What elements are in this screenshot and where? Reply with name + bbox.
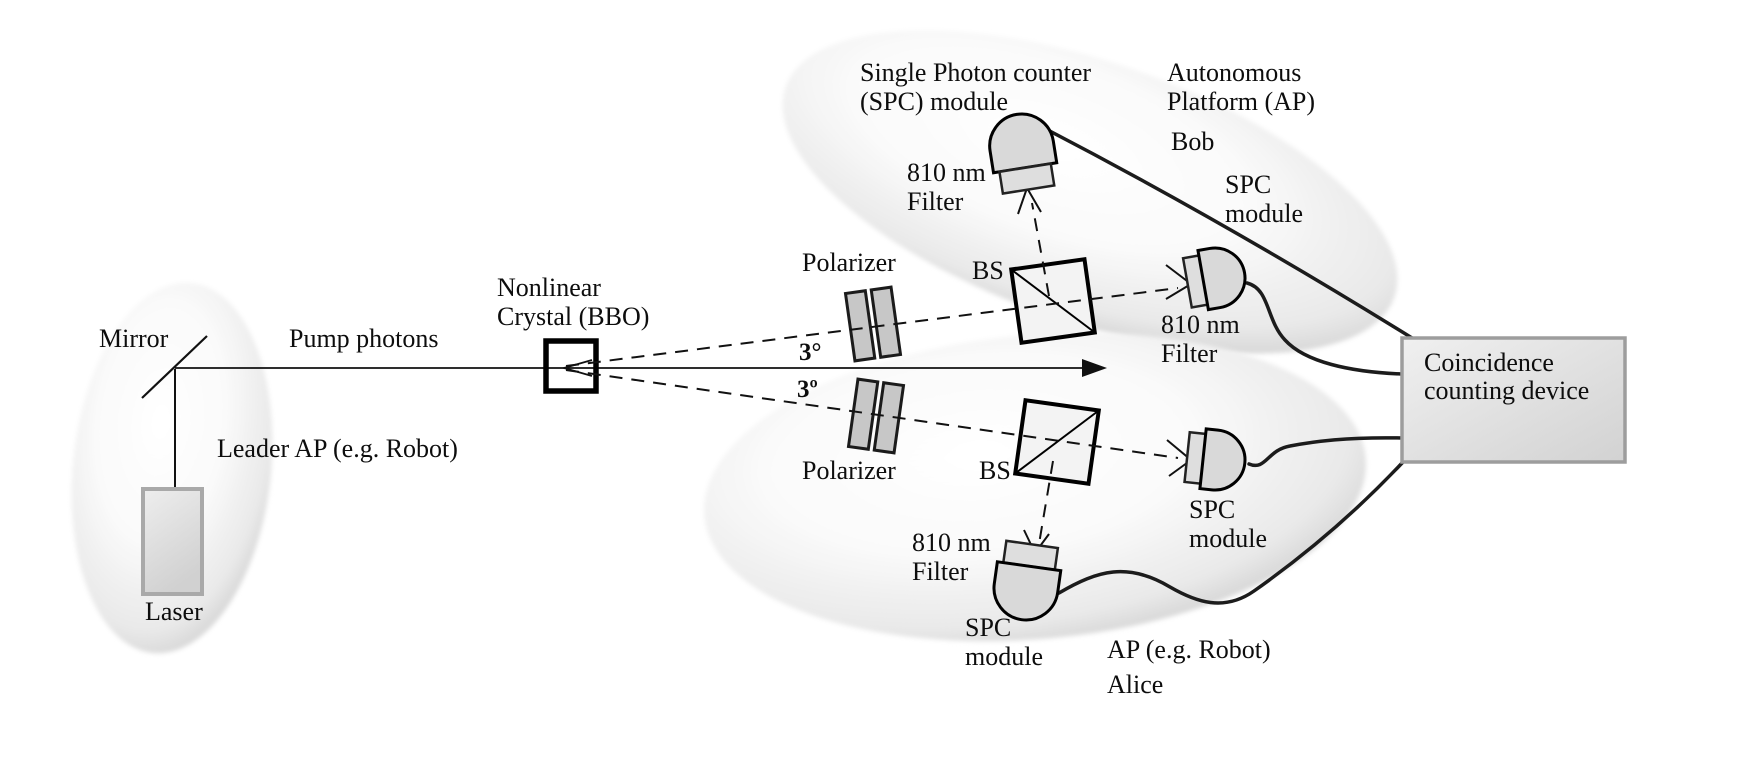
bob-spc-right-label-line2: module	[1225, 199, 1303, 228]
pump-photons-label: Pump photons	[289, 324, 439, 353]
spc-header-line2: (SPC) module	[860, 87, 1008, 116]
angle-lower-label: 3º	[797, 376, 818, 403]
signal-ray-upper	[565, 287, 1179, 367]
fiber-bob-right-detector	[1245, 281, 1404, 376]
alice-name-label: Alice	[1107, 670, 1163, 699]
fiber-alice-right-detector	[1247, 436, 1404, 468]
bs-bob-label: BS	[972, 256, 1004, 285]
bob-platform-label-line2: Platform (AP)	[1167, 87, 1315, 116]
spc-detector-bob-right	[1181, 246, 1247, 312]
spc-detector-bob-top	[988, 112, 1059, 195]
mirror-surface	[141, 335, 208, 399]
spc-header-line1: Single Photon counter	[860, 58, 1091, 87]
alice-filter-bottom-label-line2: Filter	[912, 557, 969, 586]
alice-spc-bottom-label-line1: SPC	[965, 613, 1011, 642]
coincidence-label-line2: counting device	[1424, 376, 1589, 405]
coincidence-device-box	[1400, 336, 1627, 464]
leader-platform-blob	[71, 282, 273, 654]
bob-filter-top-label-line1: 810 nm	[907, 158, 986, 187]
fiber-alice-bottom-detector	[1057, 460, 1405, 605]
bbo-convergence-arrow	[560, 359, 593, 377]
laser-label: Laser	[145, 597, 203, 626]
alice-platform-label: AP (e.g. Robot)	[1107, 635, 1271, 664]
crystal-label-line1: Nonlinear	[497, 273, 601, 302]
bbo-crystal	[543, 338, 599, 394]
pump-beam-arrowhead	[1082, 359, 1107, 377]
polarizer-bob	[843, 285, 903, 363]
beam-splitter-alice	[1012, 397, 1102, 487]
bob-filter-right-label-line1: 810 nm	[1161, 310, 1240, 339]
bob-filter-top-label-line2: Filter	[907, 187, 964, 216]
polarizer-alice	[846, 377, 906, 455]
bs-alice-label: BS	[979, 456, 1011, 485]
alice-spc-right-label-line1: SPC	[1189, 495, 1235, 524]
bob-spc-right-label-line1: SPC	[1225, 170, 1271, 199]
crystal-label-line2: Crystal (BBO)	[497, 302, 649, 331]
coincidence-label-line1: Coincidence	[1424, 348, 1554, 377]
alice-bs-down-ray	[1038, 460, 1054, 545]
laser-box	[141, 487, 204, 596]
bob-platform-label-line1: Autonomous	[1167, 58, 1301, 87]
bob-name-label: Bob	[1171, 127, 1214, 156]
polarizer-alice-label: Polarizer	[802, 456, 896, 485]
bob-filter-right-label-line2: Filter	[1161, 339, 1218, 368]
alice-spc-right-label-line2: module	[1189, 524, 1267, 553]
fiber-bob-top-detector	[1040, 125, 1414, 340]
angle-upper-label: 3°	[799, 339, 822, 366]
beam-splitter-bob	[1008, 256, 1098, 346]
alice-spc-bottom-label-line2: module	[965, 642, 1043, 671]
alice-filter-bottom-label-line1: 810 nm	[912, 528, 991, 557]
mirror-label: Mirror	[99, 324, 169, 353]
signal-ray-lower	[565, 369, 1179, 459]
polarizer-bob-label: Polarizer	[802, 248, 896, 277]
spc-detector-alice-right	[1183, 427, 1247, 492]
spc-detector-alice-bottom	[992, 539, 1063, 622]
leader-platform-label: Leader AP (e.g. Robot)	[217, 434, 458, 463]
bob-bs-up-ray	[1031, 202, 1050, 297]
